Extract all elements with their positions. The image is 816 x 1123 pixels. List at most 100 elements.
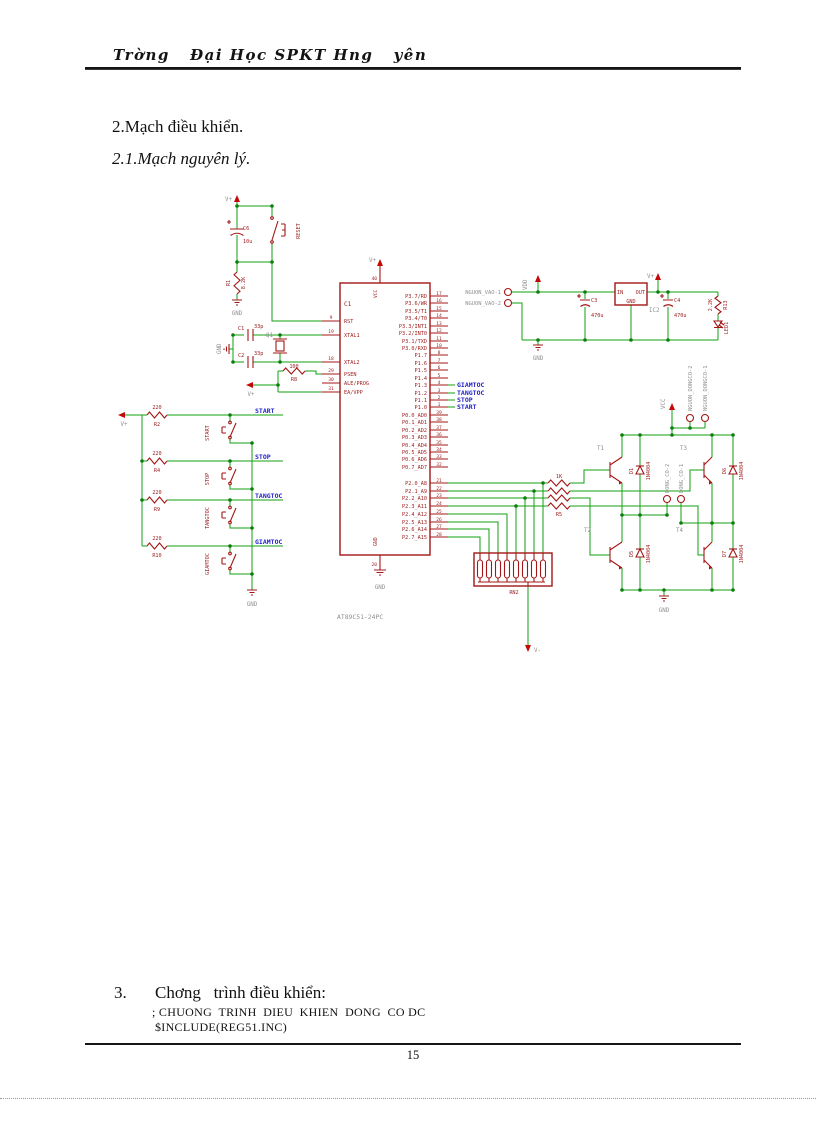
pin-name: P2.6_A14 bbox=[402, 527, 427, 533]
pin-name: P1.3 bbox=[415, 383, 428, 389]
component-name: R4 bbox=[154, 468, 160, 474]
heading-section-2-1: 2.1.Mạch nguyên lý. bbox=[112, 149, 251, 168]
gnd-symbol-icon bbox=[223, 344, 230, 354]
connector-dong-co-1 bbox=[676, 494, 686, 504]
pin-name: P3.6/WR bbox=[405, 301, 428, 307]
pin-name: P1.0 bbox=[415, 405, 428, 411]
connector-label: DONG_CO-2 bbox=[665, 464, 671, 493]
net-label-tangtoc: TANGTOC bbox=[457, 389, 484, 397]
regulator-pin-out: OUT bbox=[636, 290, 645, 296]
resistor-icon bbox=[282, 367, 306, 375]
rn2-body bbox=[473, 552, 553, 587]
pin-name: P2.1_A9 bbox=[405, 489, 427, 495]
pin-number: 1 bbox=[438, 402, 441, 408]
gnd-label: GND bbox=[533, 356, 544, 362]
component-name: R10 bbox=[152, 553, 161, 559]
gnd-label: GND bbox=[247, 602, 258, 608]
pin-number: 16 bbox=[436, 298, 442, 304]
gnd-symbol-icon bbox=[374, 569, 386, 576]
component-name: C1 bbox=[238, 326, 244, 332]
vcc-label: VCC bbox=[661, 398, 667, 409]
pin-number: 5 bbox=[438, 373, 441, 379]
pin-name: P1.1 bbox=[415, 398, 428, 404]
vminus-arrow-icon bbox=[525, 645, 531, 652]
pin-number: 11 bbox=[436, 336, 442, 342]
pin-number: 2 bbox=[438, 395, 441, 401]
component-value: 10u bbox=[243, 239, 252, 245]
pin-name: P0.7_AD7 bbox=[402, 465, 427, 471]
mcu-gnd-pin-name: GND bbox=[373, 537, 379, 546]
regulator-pin-in: IN bbox=[617, 290, 623, 296]
pin-name: P0.2_AD2 bbox=[402, 428, 427, 434]
component-value: 220 bbox=[152, 536, 161, 542]
resistor-network: RN2 V- bbox=[473, 552, 553, 654]
pin-number: 12 bbox=[436, 328, 442, 334]
component-value: 1K bbox=[556, 474, 563, 480]
component-value: 220 bbox=[152, 451, 161, 457]
resistor-icon bbox=[714, 295, 722, 315]
component-name: D7 bbox=[722, 551, 728, 557]
pin-name: P0.0_AD0 bbox=[402, 413, 427, 419]
component-value: 470u bbox=[674, 313, 687, 319]
crystal-icon bbox=[275, 340, 285, 352]
power-supply: VDD NGUON_VAO-1 NGUON_VAO-2 C3 470u IN O… bbox=[465, 273, 730, 362]
connector-label: DONG_CO-1 bbox=[679, 464, 685, 493]
pin-number: 38 bbox=[436, 417, 442, 423]
pin-name: P1.7 bbox=[415, 353, 428, 359]
pin-name: P2.3_A11 bbox=[402, 504, 427, 510]
pin-name: P3.1/TXD bbox=[402, 339, 427, 345]
footer-rule bbox=[85, 1043, 741, 1045]
net-label-giamtoc: GIAMTOC bbox=[255, 538, 282, 546]
pin-number: 4 bbox=[438, 380, 441, 386]
code-line-1: ; CHUONG TRINH DIEU KHIEN DONG CO DC bbox=[152, 1005, 426, 1019]
transistor-icon bbox=[609, 456, 713, 570]
gnd-label: GND bbox=[375, 585, 386, 591]
circuit-schematic: C1 AT89C51-24PC VCC GND 40 20 RST XTAL1 … bbox=[118, 195, 745, 654]
connector-nguon-dongco-1 bbox=[700, 413, 710, 423]
component-name: RN2 bbox=[509, 590, 518, 596]
net-label-start: START bbox=[457, 403, 477, 411]
component-name: R2 bbox=[154, 422, 160, 428]
vdd-arrow-icon bbox=[535, 275, 541, 282]
pin-number: 39 bbox=[436, 410, 442, 416]
section-3-number: 3. bbox=[114, 983, 127, 1002]
pin-number: 22 bbox=[436, 486, 442, 492]
pin-number: 13 bbox=[436, 321, 442, 327]
pin-number: 6 bbox=[438, 365, 441, 371]
pin-name: RST bbox=[344, 319, 353, 325]
pin-number: 24 bbox=[436, 501, 442, 507]
pin-number: 35 bbox=[436, 440, 442, 446]
pin-name: P2.5_A13 bbox=[402, 520, 427, 526]
component-name: T1 bbox=[597, 446, 604, 452]
switch-contact bbox=[270, 240, 274, 244]
resistor-icon bbox=[146, 411, 168, 550]
pin-number: 32 bbox=[436, 462, 442, 468]
mcu-designator: C1 bbox=[344, 301, 352, 308]
pin-name: XTAL2 bbox=[344, 360, 360, 366]
vplus-arrow-icon bbox=[655, 273, 661, 280]
header-rule bbox=[85, 67, 741, 70]
pin-number: 17 bbox=[436, 291, 442, 297]
pin-number: 21 bbox=[436, 478, 442, 484]
bottom-dotted-line bbox=[0, 1098, 816, 1099]
component-name: D1 bbox=[629, 468, 635, 474]
button-label: GIAMTOC bbox=[205, 553, 211, 575]
component-value: 1N4004 bbox=[646, 545, 652, 564]
mcu-part-number: AT89C51-24PC bbox=[337, 613, 383, 621]
component-name: T2 bbox=[584, 528, 591, 534]
pushbutton-icon bbox=[221, 420, 237, 571]
component-name: LED1 bbox=[724, 322, 730, 335]
component-value: 8.2K bbox=[241, 276, 247, 289]
pin-name: ALE/PROG bbox=[344, 381, 369, 387]
connector-dong-co-2 bbox=[662, 494, 672, 504]
code-line-2: $INCLUDE(REG51.INC) bbox=[155, 1020, 288, 1034]
pin-name: P1.4 bbox=[415, 376, 428, 382]
crystal-circuit: C1 33p C2 33p Q1 GND bbox=[217, 324, 287, 368]
component-value: 1N4004 bbox=[739, 462, 745, 481]
component-value: 1N4004 bbox=[646, 462, 652, 481]
pin-number: 19 bbox=[328, 329, 334, 335]
connector-nguon-dongco-2 bbox=[685, 413, 695, 423]
capacitor-icon bbox=[577, 294, 591, 307]
pin-name: XTAL1 bbox=[344, 333, 360, 339]
gnd-label: GND bbox=[217, 343, 223, 354]
